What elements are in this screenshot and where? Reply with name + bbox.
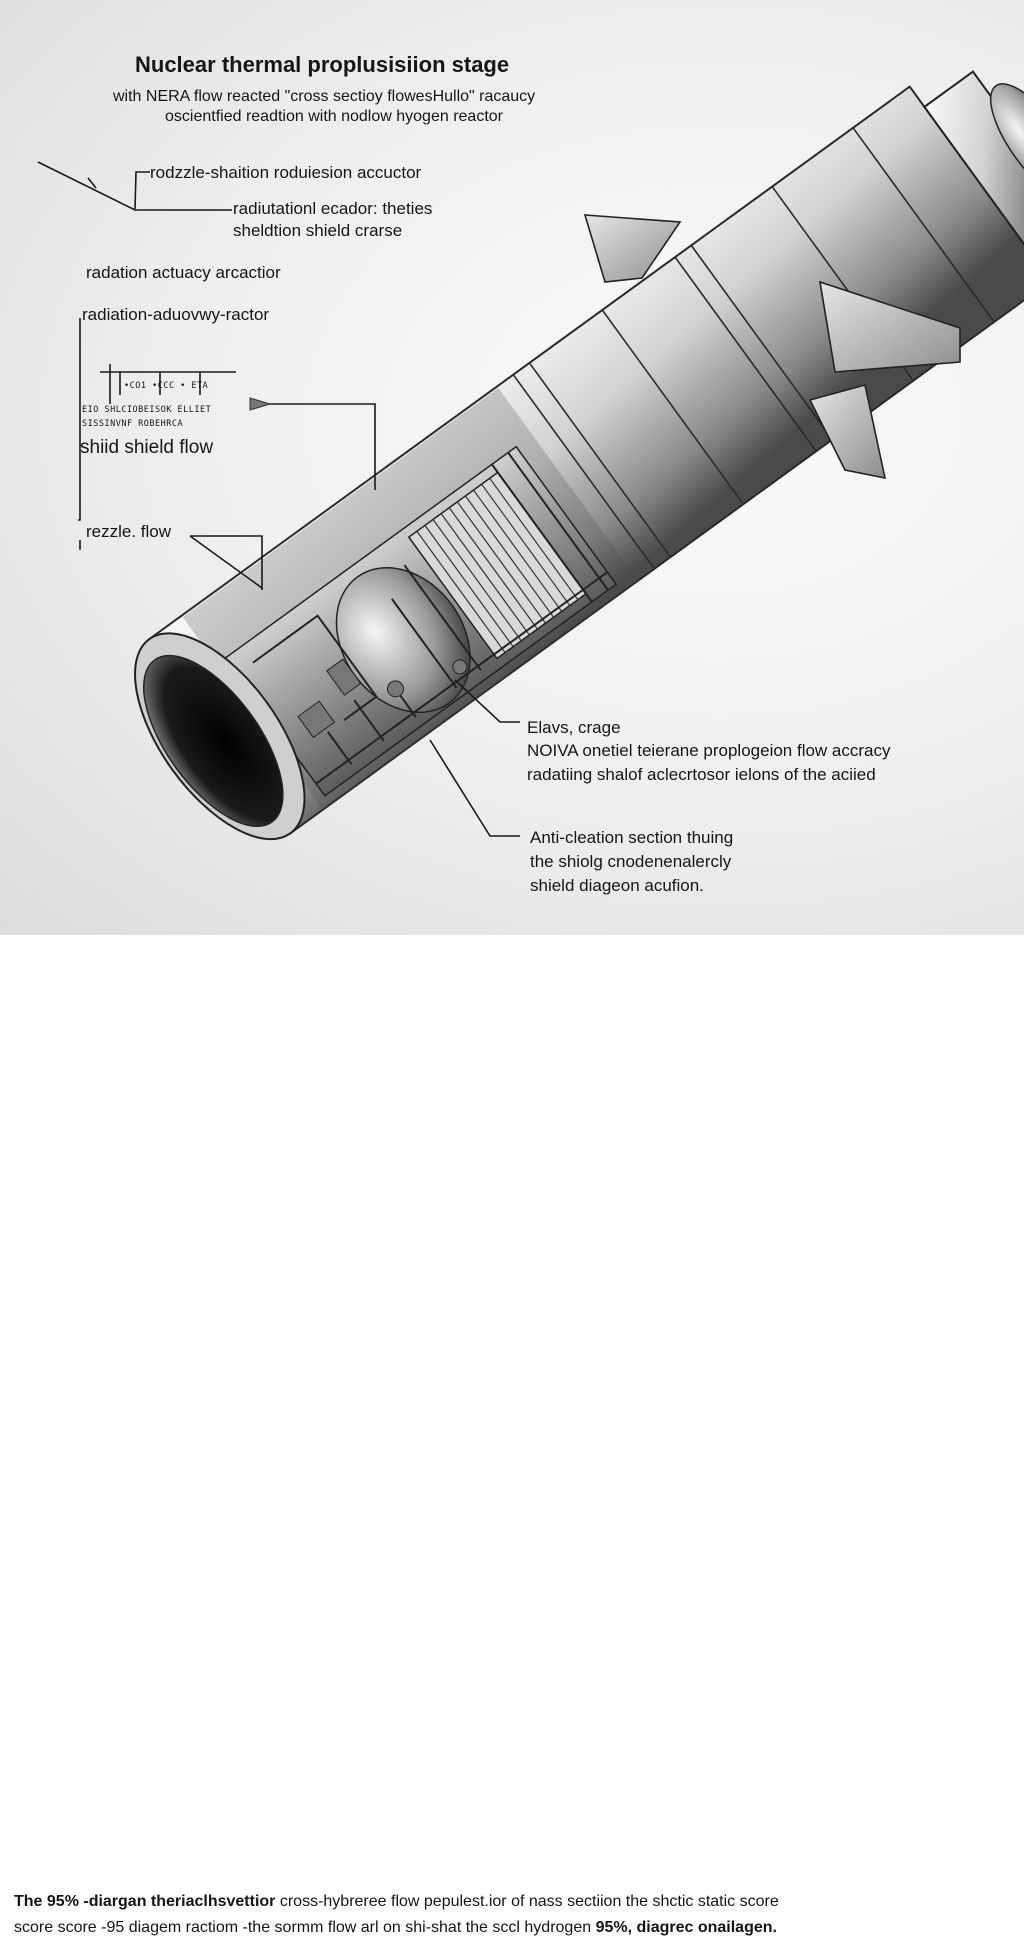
label-anti-cleation: Anti-cleation section thuing [530, 828, 734, 847]
label-the-shiolg: the shiolg cnodenenalercly [530, 852, 732, 871]
caption-line-1-rest: cross-hybreree flow pepulest.ior of nass… [275, 1893, 779, 1910]
label-elavs-crage: Elavs, crage [527, 718, 621, 737]
caption-line-1: The 95% -diargan theriaclhsvettior cross… [14, 1893, 779, 1911]
subtitle-line-2: oscientfied readtion with nodlow hyogen … [165, 108, 503, 125]
label-tiny-row-3: SISSINVNF ROBEHRCA [82, 419, 184, 429]
rocket-cutaway-illustration [37, 70, 1024, 841]
label-radiutationl-2: sheldtion shield crarse [233, 221, 403, 240]
label-tiny-row-2: EIO SHLCIOBEISOK ELLIET [82, 405, 212, 415]
label-radiating-line: radatiing shalof aclecrtosor ielons of t… [527, 765, 876, 784]
label-tiny-row-1: •CO1 •CCC • ETA [124, 381, 209, 391]
label-radiation-aduovwy: radiation-aduovwy-ractor [82, 305, 270, 324]
label-radiation-actuacy: radation actuacy arcactior [86, 263, 281, 282]
figure-caption: The 95% -diargan theriaclhsvettior cross… [0, 935, 1024, 1936]
lower-fin [808, 384, 887, 480]
label-rodzzle: rodzzle-shaition roduiesion accuctor [150, 163, 422, 182]
rocket-body [134, 70, 1024, 841]
diagram-canvas: Nuclear thermal proplusisiion stage with… [0, 0, 1024, 935]
label-noiva-line: NOIVA onetiel teierane proplogeion flow … [527, 741, 891, 760]
label-shield-diageon: shield diageon acufion. [530, 876, 704, 895]
caption-line-2: score score -95 diagem ractiom -the sorm… [14, 1919, 777, 1937]
upper-fin [583, 214, 682, 283]
caption-line-2-text: score score -95 diagem ractiom -the sorm… [14, 1919, 592, 1936]
label-radiutationl-1: radiutationl ecador: theties [233, 199, 433, 218]
arrowhead [249, 397, 272, 411]
diagram-title: Nuclear thermal proplusisiion stage [135, 52, 510, 77]
leader-lines [37, 161, 520, 837]
caption-line-2-bold: 95%, diagrec onailagen. [591, 1919, 777, 1936]
label-shiid-shield-flow: shiid shield flow [80, 437, 214, 458]
label-rezzle-flow: rezzle. flow [86, 522, 172, 541]
caption-line-1-bold: The 95% -diargan theriaclhsvettior [14, 1893, 276, 1910]
right-fin [818, 280, 961, 373]
subtitle-line-1: with NERA flow reacted "cross sectioy fl… [113, 88, 536, 105]
